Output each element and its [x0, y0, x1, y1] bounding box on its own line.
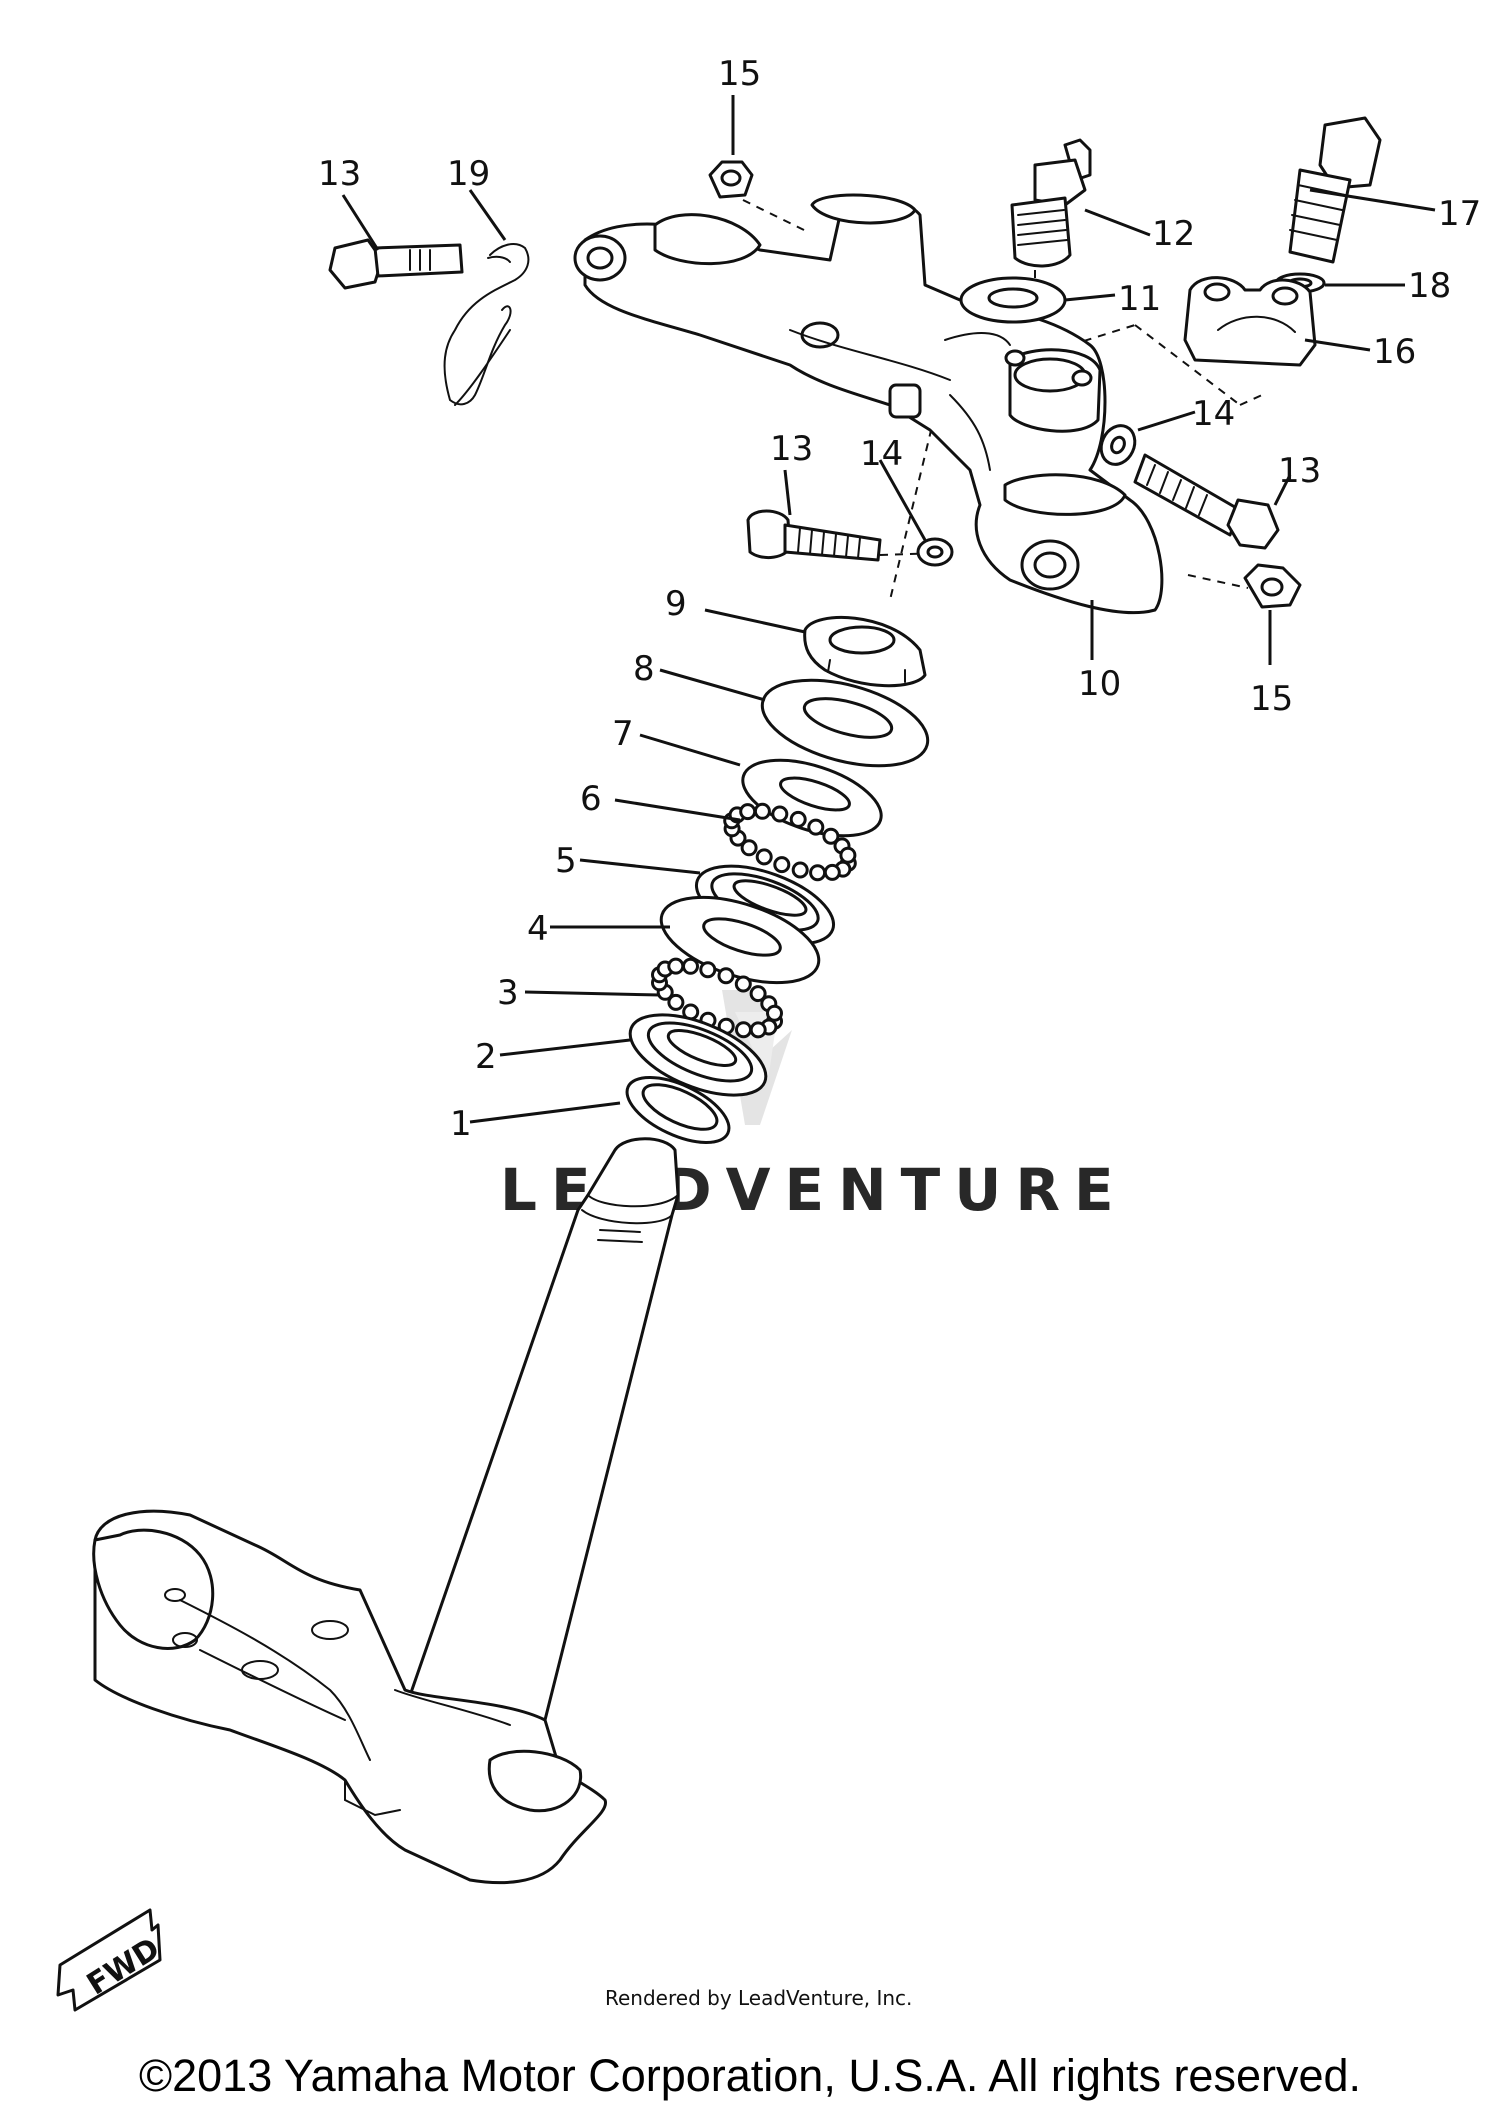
bearing-ball: [809, 864, 827, 882]
nut-top: [708, 160, 754, 199]
label-15-right: 15: [1250, 679, 1293, 719]
bearing-ball: [807, 818, 825, 836]
label-17: 17: [1438, 194, 1481, 234]
bearing-ball: [749, 1021, 767, 1039]
part-labels: 15 13 19 12 11 17 18 16 14 13 13 14 10 1…: [318, 54, 1481, 1144]
label-6: 6: [580, 779, 602, 819]
label-2: 2: [475, 1037, 497, 1077]
washer-14-right: [1099, 424, 1137, 466]
label-10: 10: [1078, 664, 1121, 704]
ring-nut-9: [803, 615, 927, 688]
seal-1: [625, 1076, 731, 1144]
label-13-middle: 13: [770, 429, 813, 469]
under-bracket-stem: [92, 1137, 680, 1885]
label-4: 4: [527, 909, 549, 949]
label-9: 9: [665, 584, 687, 624]
label-16: 16: [1373, 332, 1416, 372]
label-14-middle: 14: [860, 434, 903, 474]
nut-right: [1243, 563, 1302, 609]
bearing-ball: [773, 856, 791, 874]
bearing-ball: [667, 957, 685, 975]
bearing-ball: [839, 846, 857, 864]
label-12: 12: [1152, 214, 1195, 254]
label-5: 5: [555, 841, 577, 881]
washer-11: [959, 276, 1067, 324]
label-7: 7: [612, 714, 634, 754]
bearing-ball: [739, 803, 757, 821]
bearing-ball: [749, 985, 767, 1003]
bearing-ball: [682, 957, 699, 975]
label-14-right: 14: [1192, 394, 1235, 434]
bolt-12: [1010, 138, 1092, 268]
cover-4: [659, 895, 821, 985]
label-13-upper: 13: [318, 154, 361, 194]
bearing-ball: [771, 805, 789, 823]
bearing-ball: [823, 863, 841, 881]
dust-seal-8: [760, 678, 930, 768]
label-15-top: 15: [718, 54, 761, 94]
bolt-17: [1288, 116, 1382, 264]
bolt-13-left-upper: [328, 238, 464, 290]
label-11: 11: [1118, 279, 1161, 319]
bearing-ball: [766, 1004, 783, 1022]
leader-lines: [341, 95, 1436, 1124]
bearing-ball: [822, 827, 840, 845]
label-3: 3: [497, 973, 519, 1013]
label-18: 18: [1408, 266, 1451, 306]
bolt-13-middle: [746, 509, 882, 562]
bearing-ball: [734, 975, 752, 993]
label-13-right: 13: [1278, 451, 1321, 491]
label-8: 8: [633, 649, 655, 689]
upper-bracket: [573, 193, 1164, 615]
copyright-notice: ©2013 Yamaha Motor Corporation, U.S.A. A…: [138, 2050, 1362, 2101]
bearing-ball: [740, 839, 758, 857]
fwd-arrow-icon: FWD: [56, 1908, 166, 2012]
bearing-ball: [789, 810, 807, 828]
bearing-ball: [755, 848, 773, 866]
ball-race-5: [694, 864, 836, 946]
label-19: 19: [447, 154, 490, 194]
bolt-13-right: [1133, 453, 1280, 550]
bearing-ball: [753, 802, 771, 820]
washer-14-middle: [916, 537, 954, 567]
rendered-by: Rendered by LeadVenture, Inc.: [605, 1986, 912, 2010]
bearing-ball: [791, 861, 809, 879]
bearing-ball: [735, 1021, 752, 1039]
handlebar-holder-16: [1183, 276, 1317, 367]
steering-exploded-diagram: LEADVENTURE: [56, 54, 1481, 2012]
label-1: 1: [450, 1104, 472, 1144]
clip-19: [443, 243, 530, 406]
bearing-ball: [717, 967, 735, 985]
bearing-ball: [667, 993, 685, 1011]
bearing-ball: [699, 961, 717, 979]
